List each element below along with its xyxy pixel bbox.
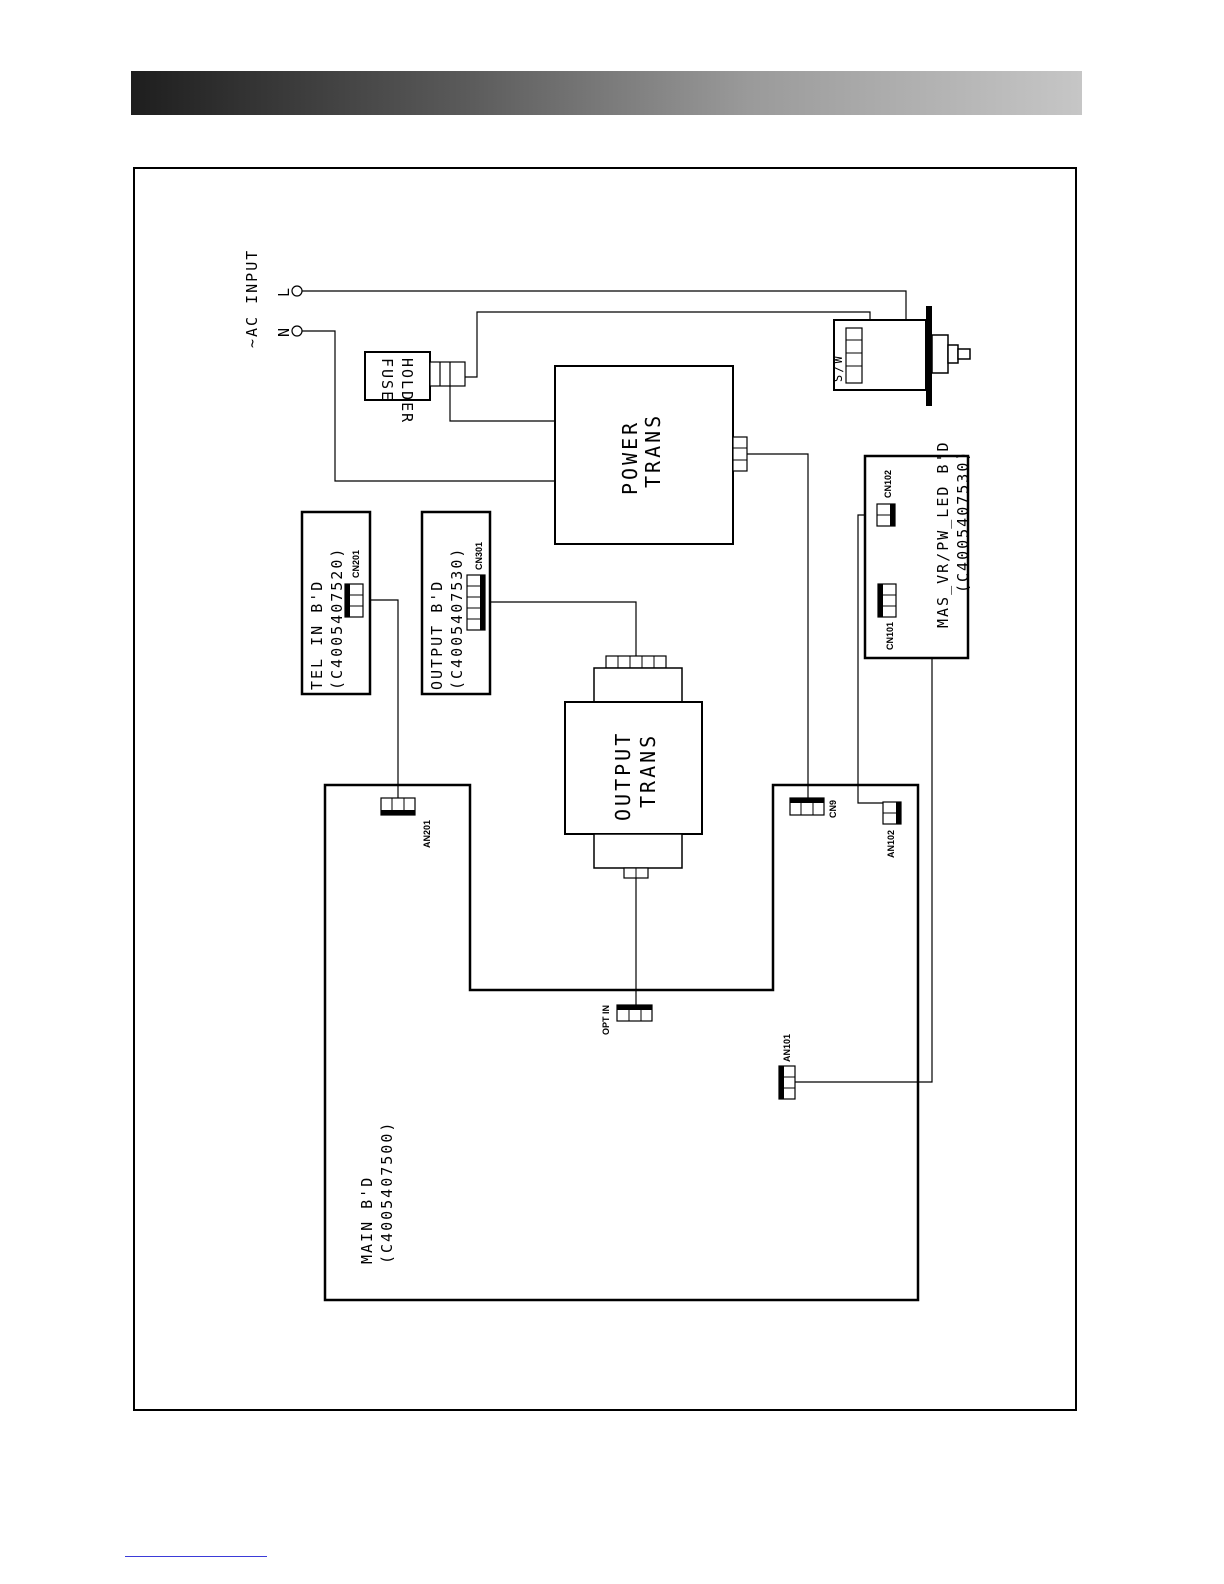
cn101-label: CN101 [885, 622, 895, 650]
terminal-l-label: L [275, 286, 293, 297]
an102-label: AN102 [886, 830, 896, 858]
output-bd-label-line2: (C4005407530) [448, 547, 466, 690]
switch-label: S/W [831, 354, 845, 382]
power-trans-label-line1: POWER [618, 420, 642, 495]
power-trans-label-line2: TRANS [641, 413, 665, 488]
terminal-l-icon [292, 286, 302, 296]
mas-vr-label-line2: (C4005407530) [954, 450, 972, 593]
cn301-label: CN301 [474, 542, 484, 570]
terminal-n-label: N [275, 326, 293, 337]
connector-opt-in [617, 1005, 652, 1021]
power-switch [834, 306, 970, 406]
output-trans-label-line2: TRANS [636, 733, 660, 808]
wire-cn101-to-an101 [795, 599, 932, 1082]
connector-cn9 [790, 798, 824, 815]
mas-vr-board [865, 456, 968, 658]
wire-fuse-to-power [450, 386, 555, 421]
main-bd-label-line1: MAIN B'D [358, 1176, 376, 1264]
cn201-label: CN201 [351, 550, 361, 578]
connector-an101 [779, 1066, 795, 1099]
tel-in-label-line2: (C4005407520) [328, 547, 346, 690]
an201-label: AN201 [422, 820, 432, 848]
fuse-label-line2: HOLDER [398, 358, 416, 424]
cn102-label: CN102 [883, 470, 893, 498]
connector-an201 [381, 798, 415, 815]
main-bd-label-line2: (C4005407500) [378, 1121, 396, 1264]
terminal-n-icon [292, 326, 302, 336]
output-trans-label-line1: OUTPUT [611, 731, 635, 821]
wire-power-to-cn9 [747, 454, 808, 798]
opt-in-label: OPT IN [601, 1005, 611, 1035]
cn9-label: CN9 [828, 800, 838, 818]
connector-an102 [883, 802, 901, 824]
wire-cn301-to-output-trans [488, 602, 636, 656]
wire-l-to-switch [302, 291, 906, 360]
fuse-label-line1: FUSE [378, 358, 396, 402]
output-bd-label-line1: OUTPUT B'D [428, 580, 446, 690]
tel-in-label-line1: TEL IN B'D [308, 580, 326, 690]
mas-vr-label-line1: MAS_VR/PW_LED B'D [934, 440, 952, 628]
wire-cn201-to-an201 [367, 600, 398, 798]
ac-input-label: ~AC INPUT [243, 249, 261, 348]
an101-label: AN101 [782, 1034, 792, 1062]
